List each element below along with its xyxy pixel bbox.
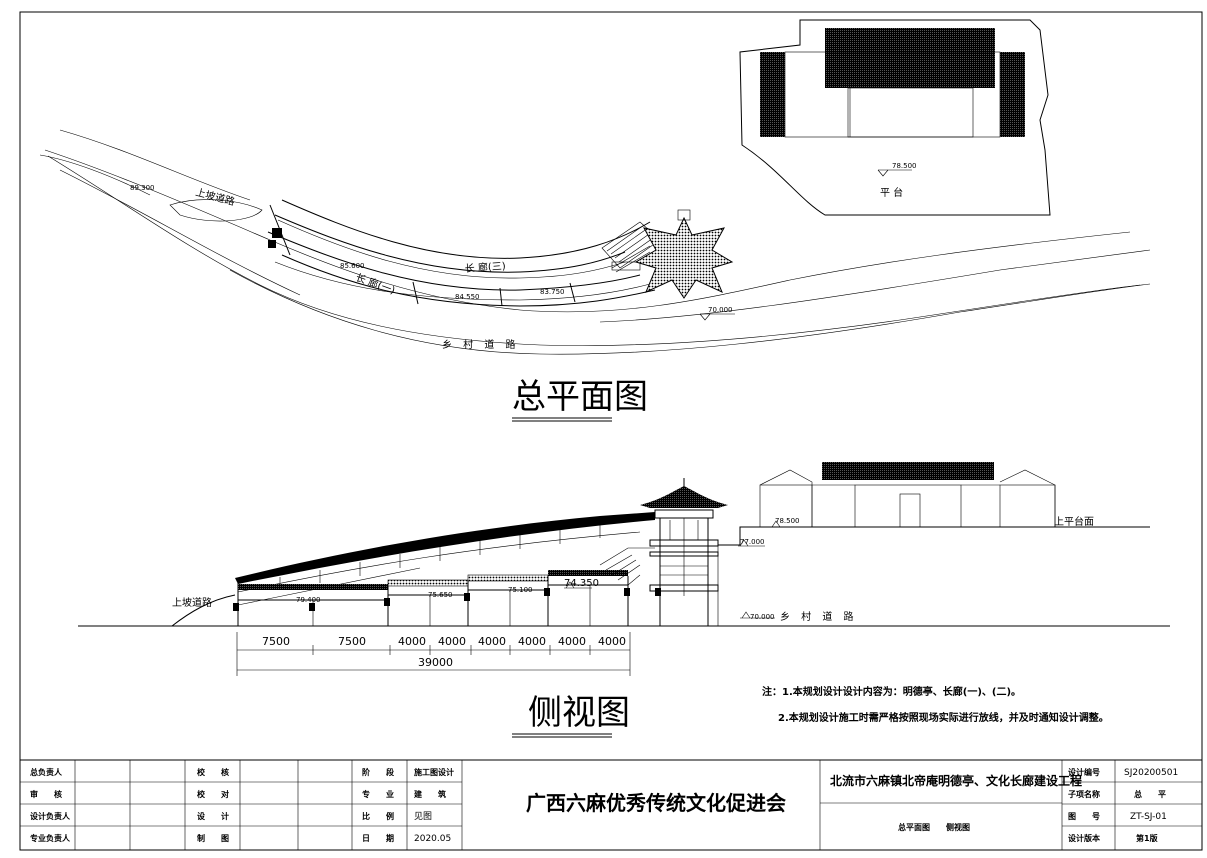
plan-stairs — [601, 221, 661, 273]
side-elev-platform: 78.500 — [775, 517, 800, 525]
tb-label-d4: 设计版本 — [1068, 833, 1100, 843]
tb-value-scale: 见图 — [414, 811, 432, 822]
note-line-2: 2.本规划设计施工时需严格按照现场实际进行放线，并及时通知设计调整。 — [778, 711, 1109, 724]
tb-value-drawing-no: ZT-SJ-01 — [1130, 812, 1167, 822]
tb-drawing-name: 总平面图 侧视图 — [898, 822, 970, 832]
side-upper-platform: 上平台面 — [1054, 515, 1094, 528]
site-plan: 78.500 平 台 85.600 84.550 — [39, 19, 1151, 422]
side-elev-pavilion: 77.000 — [740, 538, 765, 546]
tb-label-c4: 日 期 — [362, 833, 394, 843]
tb-label-c2: 专 业 — [362, 789, 394, 799]
dim-1: 7500 — [262, 635, 290, 648]
dim-3: 4000 — [398, 635, 426, 648]
svg-text:84.550: 84.550 — [455, 293, 480, 301]
note-line-1: 注：1.本规划设计设计内容为：明德亭、长廊(一)、(二)。 — [762, 685, 1021, 698]
tb-label-c3: 比 例 — [362, 811, 394, 821]
wing-right-hatch — [1000, 52, 1025, 137]
side-elev-road: 70.000 — [750, 613, 775, 621]
hall-roof-hatch — [825, 28, 995, 88]
svg-text:89.300: 89.300 — [130, 184, 155, 192]
plan-village-road: 乡 村 道 路 — [442, 338, 520, 351]
svg-text:75.650: 75.650 — [428, 591, 453, 599]
tb-label-d2: 子项名称 — [1068, 789, 1100, 799]
tb-label-d1: 设计编号 — [1068, 767, 1100, 777]
side-pavilion — [640, 478, 728, 626]
dim-4: 4000 — [438, 635, 466, 648]
svg-text:85.600: 85.600 — [340, 262, 365, 270]
svg-text:75.100: 75.100 — [508, 586, 533, 594]
side-village-road: 乡 村 道 路 — [780, 610, 858, 623]
tb-label-b1: 校 核 — [197, 767, 229, 777]
tb-value-discipline: 建 筑 — [413, 789, 446, 799]
tb-label-a2: 审 核 — [30, 789, 62, 799]
side-elev-step: 74.350 — [564, 578, 599, 589]
plan-platform-label: 平 台 — [880, 186, 903, 199]
svg-text:79.400: 79.400 — [296, 596, 321, 604]
plan-title: 总平面图 — [512, 377, 648, 417]
tb-label-a3: 设计负责人 — [30, 811, 71, 821]
corridor-roof — [235, 512, 655, 584]
tb-value-date: 2020.05 — [414, 834, 451, 844]
dim-7: 4000 — [558, 635, 586, 648]
tb-value-subitem: 总 平 — [1134, 789, 1166, 799]
tb-label-b2: 校 对 — [197, 789, 229, 799]
dim-8: 4000 — [598, 635, 626, 648]
tb-label-c1: 阶 段 — [362, 767, 394, 777]
svg-text:83.750: 83.750 — [540, 288, 565, 296]
side-hall — [759, 462, 1056, 528]
tb-project: 北流市六麻镇北帝庵明德亭、文化长廊建设工程 — [830, 773, 1082, 788]
tb-value-design-no: SJ20200501 — [1124, 768, 1178, 778]
side-title: 侧视图 — [528, 693, 630, 733]
dim-2: 7500 — [338, 635, 366, 648]
tb-label-a1: 总负责人 — [30, 767, 63, 777]
dim-total: 39000 — [418, 656, 453, 669]
tb-label-d3: 图 号 — [1068, 812, 1100, 821]
tb-value-version: 第1版 — [1136, 833, 1158, 843]
side-uphill-road: 上坡道路 — [172, 596, 212, 609]
side-view: 上坡道路 7 — [78, 462, 1170, 738]
plan-elev-platform: 78.500 — [892, 162, 917, 170]
title-block: 总负责人 审 核 设计负责人 专业负责人 校 核 校 对 设 计 制 图 阶 段… — [19, 759, 1203, 851]
plan-elev-road: 70.000 — [708, 306, 733, 314]
dim-6: 4000 — [518, 635, 546, 648]
plan-uphill-road: 上坡道路 — [194, 185, 236, 208]
plan-corridor-two: 长 廊(三) — [464, 259, 506, 275]
plan-pavilion — [634, 216, 734, 299]
tb-organization: 广西六麻优秀传统文化促进会 — [526, 791, 786, 815]
wing-left-hatch — [760, 52, 785, 137]
tb-label-b4: 制 图 — [197, 833, 229, 843]
tb-label-a4: 专业负责人 — [30, 833, 71, 843]
tb-value-stage: 施工图设计 — [414, 767, 454, 777]
dim-5: 4000 — [478, 635, 506, 648]
tb-label-b3: 设 计 — [197, 811, 229, 821]
